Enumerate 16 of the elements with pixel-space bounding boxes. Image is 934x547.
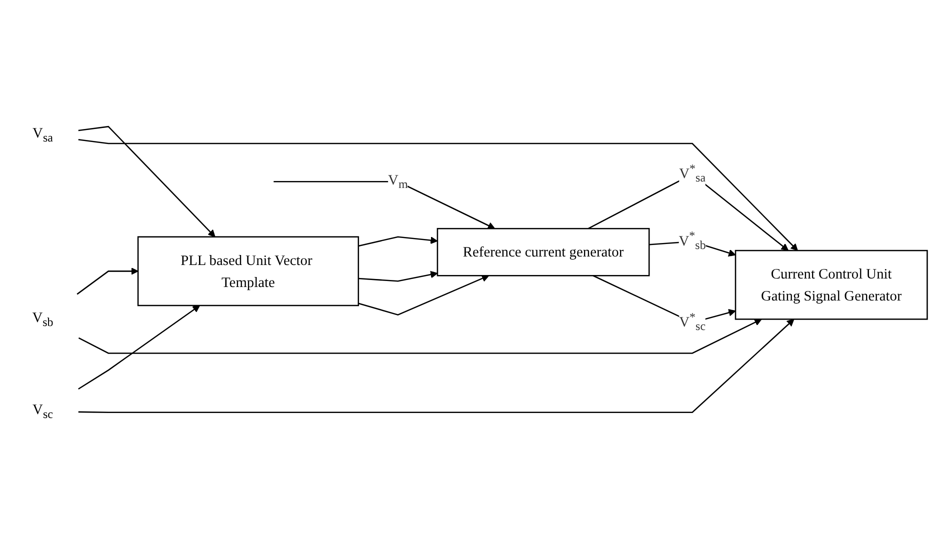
- arrow: [76, 268, 138, 295]
- arrow: [358, 236, 438, 247]
- arrow: [78, 126, 216, 238]
- edge-label: V$_{m}$: [388, 172, 408, 192]
- node-box: Current Control Unit Gating Signal Generator: [734, 250, 928, 320]
- arrow: [78, 319, 794, 414]
- arrow: [274, 181, 496, 230]
- node-text: V$_{sb}$: [32, 310, 54, 330]
- node-box: Reference current generator: [436, 228, 650, 277]
- arrow: [358, 271, 438, 282]
- arrow: [78, 305, 200, 390]
- node-text: V$_{sc}$: [32, 402, 53, 422]
- node-box: PLL based Unit Vector Template: [137, 236, 360, 306]
- arrow: [78, 319, 762, 354]
- node-text: V$_{sa}$: [32, 125, 53, 146]
- arrow: [358, 275, 490, 316]
